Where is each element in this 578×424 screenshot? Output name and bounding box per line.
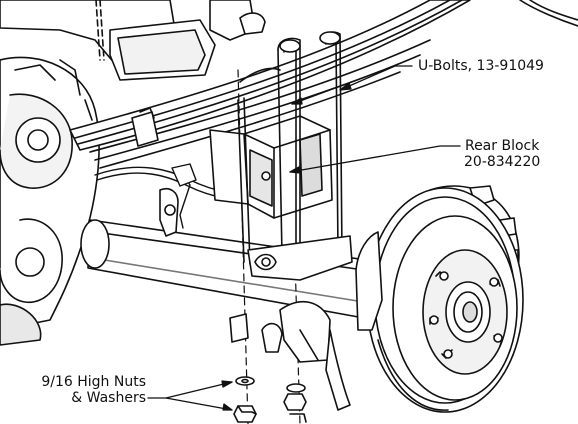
bump-stop — [109, 19, 216, 81]
callout-nuts-name: 9/16 High Nuts — [41, 374, 146, 390]
leader-lines — [147, 65, 461, 411]
callout-rear-block-part: 20-834220 — [464, 154, 541, 170]
left-hub-assembly — [0, 56, 100, 346]
axle-tube — [80, 219, 381, 321]
u-bolts — [237, 31, 343, 266]
spring-clip — [131, 107, 159, 147]
rear-block — [209, 115, 333, 219]
brake-rotor — [366, 187, 524, 413]
callout-rear-block: Rear Block 20-834220 — [464, 138, 540, 170]
callout-ubolts: U-Bolts, 13-91049 — [418, 58, 544, 74]
shock-mount — [159, 187, 179, 237]
nuts-and-washers — [233, 376, 307, 423]
backing-plate — [325, 231, 383, 411]
callout-rear-block-name: Rear Block — [464, 138, 540, 154]
callout-washers-name: & Washers — [71, 390, 146, 406]
callout-ubolts-label: U-Bolts, 13-91049 — [418, 58, 544, 74]
spring-plate — [229, 235, 353, 363]
callout-nuts-washers: 9/16 High Nuts & Washers — [32, 374, 146, 406]
